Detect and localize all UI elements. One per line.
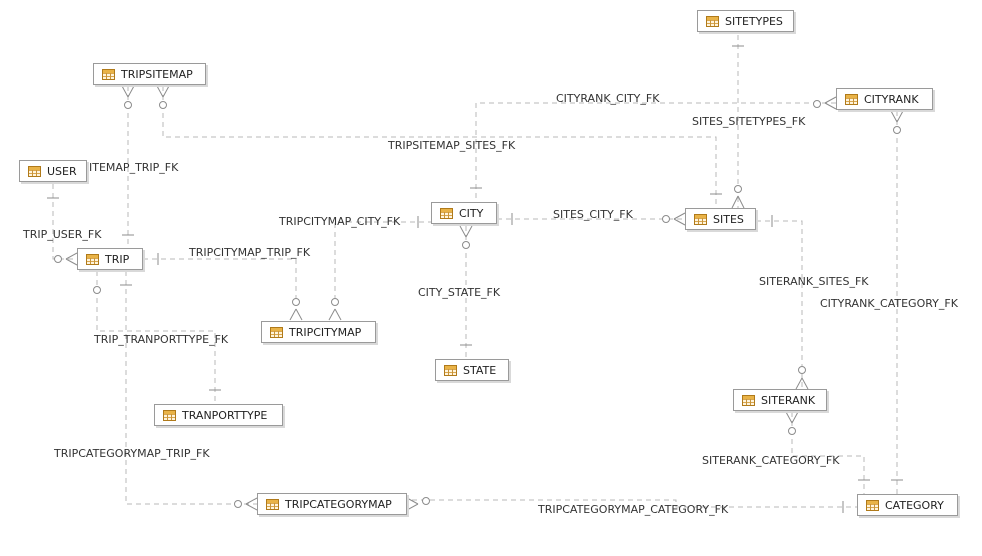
entity-label: STATE [463,363,497,377]
table-icon [86,253,99,265]
table-icon [706,15,719,27]
entity-sites[interactable]: SITES [685,208,756,230]
rel-label-siterank-sites[interactable]: SITERANK_SITES_FK [759,275,869,288]
table-icon [440,207,453,219]
rel-label-tripcategorymap-category[interactable]: TRIPCATEGORYMAP_CATEGORY_FK [538,503,729,516]
rel-label-cityrank-category[interactable]: CITYRANK_CATEGORY_FK [820,297,958,310]
rel-label-city-state[interactable]: CITY_STATE_FK [418,286,501,299]
table-icon [742,394,755,406]
entity-tripsitemap[interactable]: TRIPSITEMAP [93,63,206,85]
entity-label: TRANPORTTYPE [182,408,268,422]
cardinality-markers [47,45,904,513]
entity-tripcitymap[interactable]: TRIPCITYMAP [261,321,376,343]
entity-label: CITYRANK [864,92,919,106]
entity-category[interactable]: CATEGORY [857,494,958,516]
rel-label-tripcitymap-city[interactable]: TRIPCITYMAP_CITY_FK [279,215,401,228]
table-icon [163,409,176,421]
rel-label-sites-city[interactable]: SITES_CITY_FK [553,208,633,221]
rel-label-tripsitemap-trip[interactable]: ITEMAP_TRIP_FK [89,161,179,174]
rel-label-tripcategorymap-trip[interactable]: TRIPCATEGORYMAP_TRIP_FK [54,447,210,460]
entity-siterank[interactable]: SITERANK [733,389,827,411]
entity-state[interactable]: STATE [435,359,509,381]
entity-cityrank[interactable]: CITYRANK [836,88,933,110]
entity-label: TRIPSITEMAP [121,67,193,81]
table-icon [845,93,858,105]
entity-label: SITERANK [761,393,816,407]
rel-label-cityrank-city[interactable]: CITYRANK_CITY_FK [556,92,660,105]
table-icon [28,165,41,177]
rel-label-tripcitymap-trip[interactable]: TRIPCITYMAP_TRIP_FK [189,246,311,259]
entity-tripcategorymap[interactable]: TRIPCATEGORYMAP [257,493,407,515]
rel-label-sites-sitetypes[interactable]: SITES_SITETYPES_FK [692,115,806,128]
table-icon [102,68,115,80]
connector-lines [52,35,898,508]
entity-label: USER [47,164,77,178]
table-icon [866,499,879,511]
table-icon [266,498,279,510]
entity-label: TRIPCATEGORYMAP [285,497,392,511]
rel-label-siterank-category[interactable]: SITERANK_CATEGORY_FK [702,454,840,467]
rel-label-trip-user[interactable]: TRIP_USER_FK [23,228,102,241]
entity-label: CITY [459,206,484,220]
entity-sitetypes[interactable]: SITETYPES [697,10,794,32]
entity-label: TRIP [105,252,130,266]
entity-trip[interactable]: TRIP [77,248,143,270]
entity-label: TRIPCITYMAP [289,325,362,339]
entity-label: SITES [713,212,744,226]
table-icon [444,364,457,376]
entity-user[interactable]: USER [19,160,87,182]
entity-city[interactable]: CITY [431,202,497,224]
table-icon [694,213,707,225]
entity-label: SITETYPES [725,14,783,28]
entity-label: CATEGORY [885,498,944,512]
rel-label-trip-tranporttype[interactable]: TRIP_TRANPORTTYPE_FK [94,333,229,346]
rel-label-tripsitemap-sites[interactable]: TRIPSITEMAP_SITES_FK [388,139,516,152]
entity-tranporttype[interactable]: TRANPORTTYPE [154,404,283,426]
table-icon [270,326,283,338]
